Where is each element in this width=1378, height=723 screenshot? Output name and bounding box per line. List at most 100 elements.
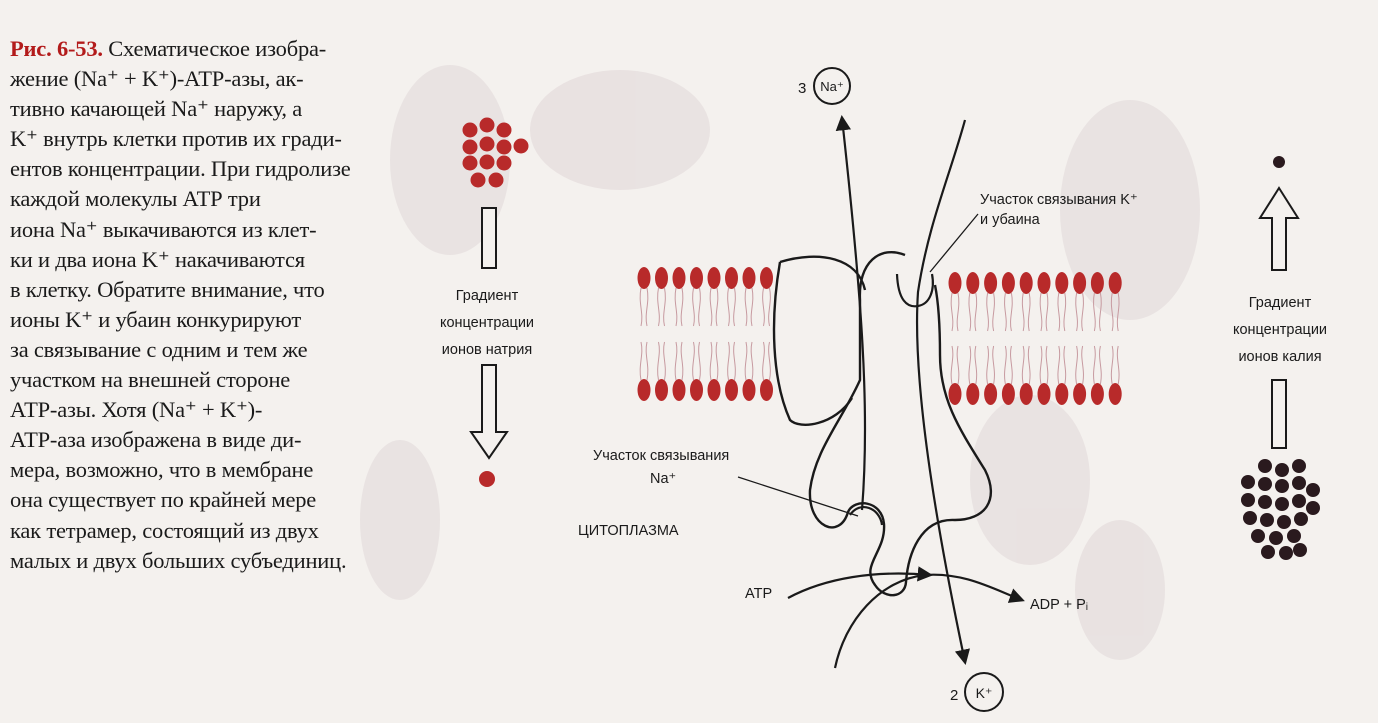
lipid-molecule — [637, 267, 651, 401]
na-ion-cluster — [462, 117, 529, 188]
lipid-molecule — [725, 267, 738, 401]
lipid-molecule — [690, 267, 703, 401]
k-ion — [1258, 459, 1272, 473]
k-ion — [1292, 476, 1306, 490]
na-ion — [488, 172, 504, 188]
k-ion — [1292, 494, 1306, 508]
na-ion — [462, 122, 478, 138]
k-ion — [1241, 475, 1255, 489]
na-ion — [470, 172, 486, 188]
na-ion — [462, 139, 478, 155]
k-ion — [1258, 477, 1272, 491]
k-ion — [1292, 459, 1306, 473]
lipid-molecule — [1001, 272, 1015, 405]
na-gradient-label: Градиент — [456, 288, 519, 304]
na-site-label: Na⁺ — [650, 471, 676, 487]
lipid-molecule — [1108, 272, 1122, 405]
lipid-molecule — [948, 272, 962, 405]
k-ion — [1306, 501, 1320, 515]
lipid-molecule — [966, 272, 980, 405]
caption-line: Рис. 6-53. Схематическое изобра- — [10, 36, 327, 61]
na-ion — [479, 117, 495, 133]
na-ion — [479, 154, 495, 170]
na-gradient-arrow — [469, 364, 509, 460]
k-ion-cluster — [1241, 459, 1320, 560]
na-ion — [496, 122, 512, 138]
k-gradient-arrow — [1258, 186, 1300, 271]
lipid-molecule — [707, 267, 721, 401]
caption-line: АТР-аза изображена в виде ди- — [10, 427, 302, 453]
sodium-gradient: Градиент концентрации ионов натрия — [440, 117, 534, 487]
na-ion — [496, 155, 512, 171]
k-ion — [1287, 529, 1301, 543]
background-show-through — [360, 65, 1200, 660]
na-gradient-label: ионов натрия — [442, 342, 532, 358]
na-site-leader — [737, 476, 859, 517]
figure-caption: Рис. 6-53. Схематическое изобра- жение (… — [10, 34, 395, 576]
k-site-label: и убаина — [980, 212, 1041, 228]
caption-line: K⁺ внутрь клетки против их гради- — [10, 126, 342, 152]
lipid-molecule — [1073, 272, 1087, 405]
caption-line: в клетку. Обратите внимание, что — [10, 276, 325, 302]
lipid-molecule — [1090, 272, 1104, 405]
caption-line: каждой молекулы АТР три — [10, 186, 261, 212]
na-ion — [513, 138, 529, 154]
k-ion — [1277, 515, 1291, 529]
k-ouabain-binding-site — [895, 273, 934, 308]
lipid-molecule — [1037, 272, 1051, 405]
k-influx-ions: 2 K⁺ — [950, 672, 1004, 712]
na-binding-site — [849, 506, 884, 526]
svg-text:3: 3 — [798, 80, 806, 97]
k-gradient-label: ионов калия — [1238, 349, 1321, 365]
caption-line: участком на внешней стороне — [10, 367, 291, 393]
lipid-molecule — [672, 267, 686, 401]
caption-line: жение (Na⁺ + K⁺)-АТР-азы, ак- — [10, 66, 304, 92]
k-ion — [1251, 529, 1265, 543]
k-site-leader — [929, 213, 979, 273]
k-ion — [1275, 497, 1289, 511]
caption-line: АТР-азы. Хотя (Na⁺ + K⁺)- — [10, 397, 263, 423]
na-ion-single — [479, 471, 495, 487]
k-ion — [1279, 546, 1293, 560]
k-gradient-label: Градиент — [1249, 295, 1312, 311]
caption-line: ентов концентрации. При гидролизе — [10, 156, 351, 182]
adp-label: ADP + Pᵢ — [1030, 597, 1088, 613]
k-ion — [1306, 483, 1320, 497]
k-gradient-label: концентрации — [1233, 322, 1327, 338]
atpase-protein — [772, 250, 993, 597]
caption-line: малых и двух больших субъединиц. — [10, 547, 347, 573]
caption-line: как тетрамер, состоящий из двух — [10, 517, 319, 543]
k-ion — [1243, 511, 1257, 525]
k-ion — [1294, 512, 1308, 526]
caption-line: она существует по крайней мере — [10, 487, 317, 513]
atp-entry-arrow — [787, 566, 934, 599]
lipid-molecule — [655, 267, 668, 401]
na-gradient-label: концентрации — [440, 315, 534, 331]
k-ion — [1261, 545, 1275, 559]
caption-line: иона Na⁺ выкачиваются из клет- — [10, 216, 317, 242]
atp-label: ATP — [745, 586, 772, 602]
caption-line: мера, возможно, что в мембране — [10, 457, 314, 483]
caption-line: ионы K⁺ и убаин конкурируют — [10, 306, 301, 332]
svg-text:2: 2 — [950, 687, 958, 704]
k-ion — [1275, 463, 1289, 477]
k-ion — [1260, 513, 1274, 527]
atp-hydrolysis-arrow — [833, 573, 1025, 669]
k-ion — [1241, 493, 1255, 507]
k-site-label: Участок связывания K⁺ — [980, 192, 1138, 208]
potassium-gradient: Градиент концентрации ионов калия — [1233, 156, 1327, 560]
k-ion — [1293, 543, 1307, 557]
na-site-label: Участок связывания — [593, 448, 729, 464]
lipid-molecule — [1055, 272, 1069, 405]
k-ion — [1275, 479, 1289, 493]
lipid-molecule — [742, 267, 756, 401]
svg-text:Na⁺: Na⁺ — [820, 79, 843, 94]
na-ion — [462, 155, 478, 171]
caption-line: тивно качающей Na⁺ наружу, а — [10, 96, 303, 122]
k-influx-arrow — [915, 119, 970, 666]
na-efflux-ions: 3 Na⁺ — [798, 67, 851, 105]
ion-pathways — [787, 114, 1025, 669]
lipid-molecule — [760, 267, 773, 401]
svg-text:K⁺: K⁺ — [976, 685, 993, 701]
